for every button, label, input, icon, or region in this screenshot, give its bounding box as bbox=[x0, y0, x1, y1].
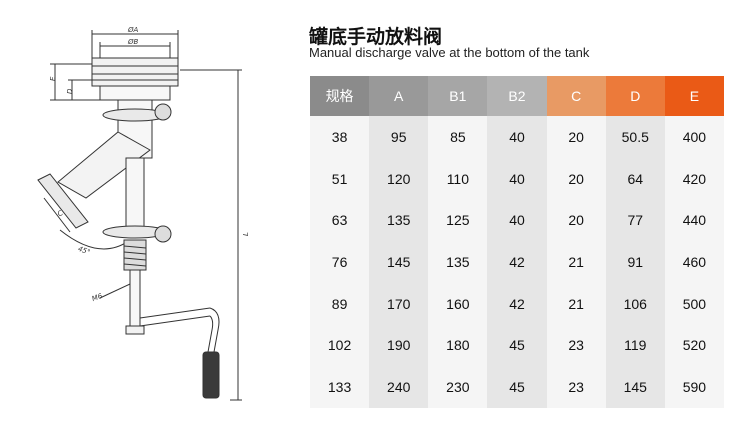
column-header: D bbox=[605, 76, 665, 116]
column-header: B2 bbox=[487, 76, 547, 116]
table-cell: 91 bbox=[605, 241, 665, 283]
table-cell: 120 bbox=[369, 157, 429, 200]
thread-label: M6 bbox=[91, 292, 104, 303]
table-cell: 45 bbox=[487, 366, 547, 408]
column-header: E bbox=[664, 76, 724, 116]
table-cell: 119 bbox=[605, 324, 665, 367]
table-cell: 125 bbox=[428, 199, 488, 242]
table-cell: 20 bbox=[546, 116, 606, 158]
angle-label: 45° bbox=[77, 245, 91, 257]
table-cell: 23 bbox=[546, 366, 606, 408]
table-cell: 420 bbox=[664, 157, 724, 200]
dim-label-l: L bbox=[242, 232, 250, 236]
table-cell: 21 bbox=[546, 282, 606, 325]
table-cell: 133 bbox=[310, 366, 370, 408]
table-cell: 42 bbox=[487, 241, 547, 283]
dim-label-e: E bbox=[49, 76, 57, 81]
table-cell: 240 bbox=[369, 366, 429, 408]
table-cell: 77 bbox=[605, 199, 665, 242]
table-cell: 40 bbox=[487, 199, 547, 242]
column-header: C bbox=[546, 76, 606, 116]
table-cell: 23 bbox=[546, 324, 606, 367]
table-cell: 170 bbox=[369, 282, 429, 325]
table-cell: 38 bbox=[310, 116, 370, 158]
table-cell: 85 bbox=[428, 116, 488, 158]
dim-label-c: C bbox=[56, 209, 65, 218]
table-cell: 50.5 bbox=[605, 116, 665, 158]
table-cell: 160 bbox=[428, 282, 488, 325]
table-cell: 20 bbox=[546, 157, 606, 200]
table-cell: 51 bbox=[310, 157, 370, 200]
table-cell: 95 bbox=[369, 116, 429, 158]
column-header: A bbox=[369, 76, 429, 116]
table-cell: 180 bbox=[428, 324, 488, 367]
table-cell: 40 bbox=[487, 116, 547, 158]
table-cell: 190 bbox=[369, 324, 429, 367]
table-cell: 145 bbox=[605, 366, 665, 408]
table-cell: 42 bbox=[487, 282, 547, 325]
dim-label-b: ØB bbox=[127, 38, 139, 46]
table-cell: 21 bbox=[546, 241, 606, 283]
valve-drawing: ØA ØB E D C L 45° M6 bbox=[37, 26, 250, 401]
table-cell: 500 bbox=[664, 282, 724, 325]
table-cell: 63 bbox=[310, 199, 370, 242]
table-cell: 102 bbox=[310, 324, 370, 367]
table-cell: 440 bbox=[664, 199, 724, 242]
table-cell: 590 bbox=[664, 366, 724, 408]
page-subtitle: Manual discharge valve at the bottom of … bbox=[309, 45, 590, 60]
table-cell: 110 bbox=[428, 157, 488, 200]
column-header: B1 bbox=[428, 76, 488, 116]
table-cell: 520 bbox=[664, 324, 724, 367]
table-cell: 230 bbox=[428, 366, 488, 408]
column-header: 规格 bbox=[310, 76, 370, 116]
table-cell: 400 bbox=[664, 116, 724, 158]
table-cell: 40 bbox=[487, 157, 547, 200]
table-cell: 89 bbox=[310, 282, 370, 325]
table-cell: 135 bbox=[369, 199, 429, 242]
dim-label-d: D bbox=[66, 88, 74, 94]
table-cell: 145 bbox=[369, 241, 429, 283]
table-cell: 106 bbox=[605, 282, 665, 325]
table-cell: 460 bbox=[664, 241, 724, 283]
table-cell: 64 bbox=[605, 157, 665, 200]
page-title: 罐底手动放料阀 bbox=[309, 26, 443, 48]
table-cell: 135 bbox=[428, 241, 488, 283]
table-cell: 45 bbox=[487, 324, 547, 367]
table-cell: 20 bbox=[546, 199, 606, 242]
dim-label-a: ØA bbox=[127, 26, 139, 34]
table-cell: 76 bbox=[310, 241, 370, 283]
